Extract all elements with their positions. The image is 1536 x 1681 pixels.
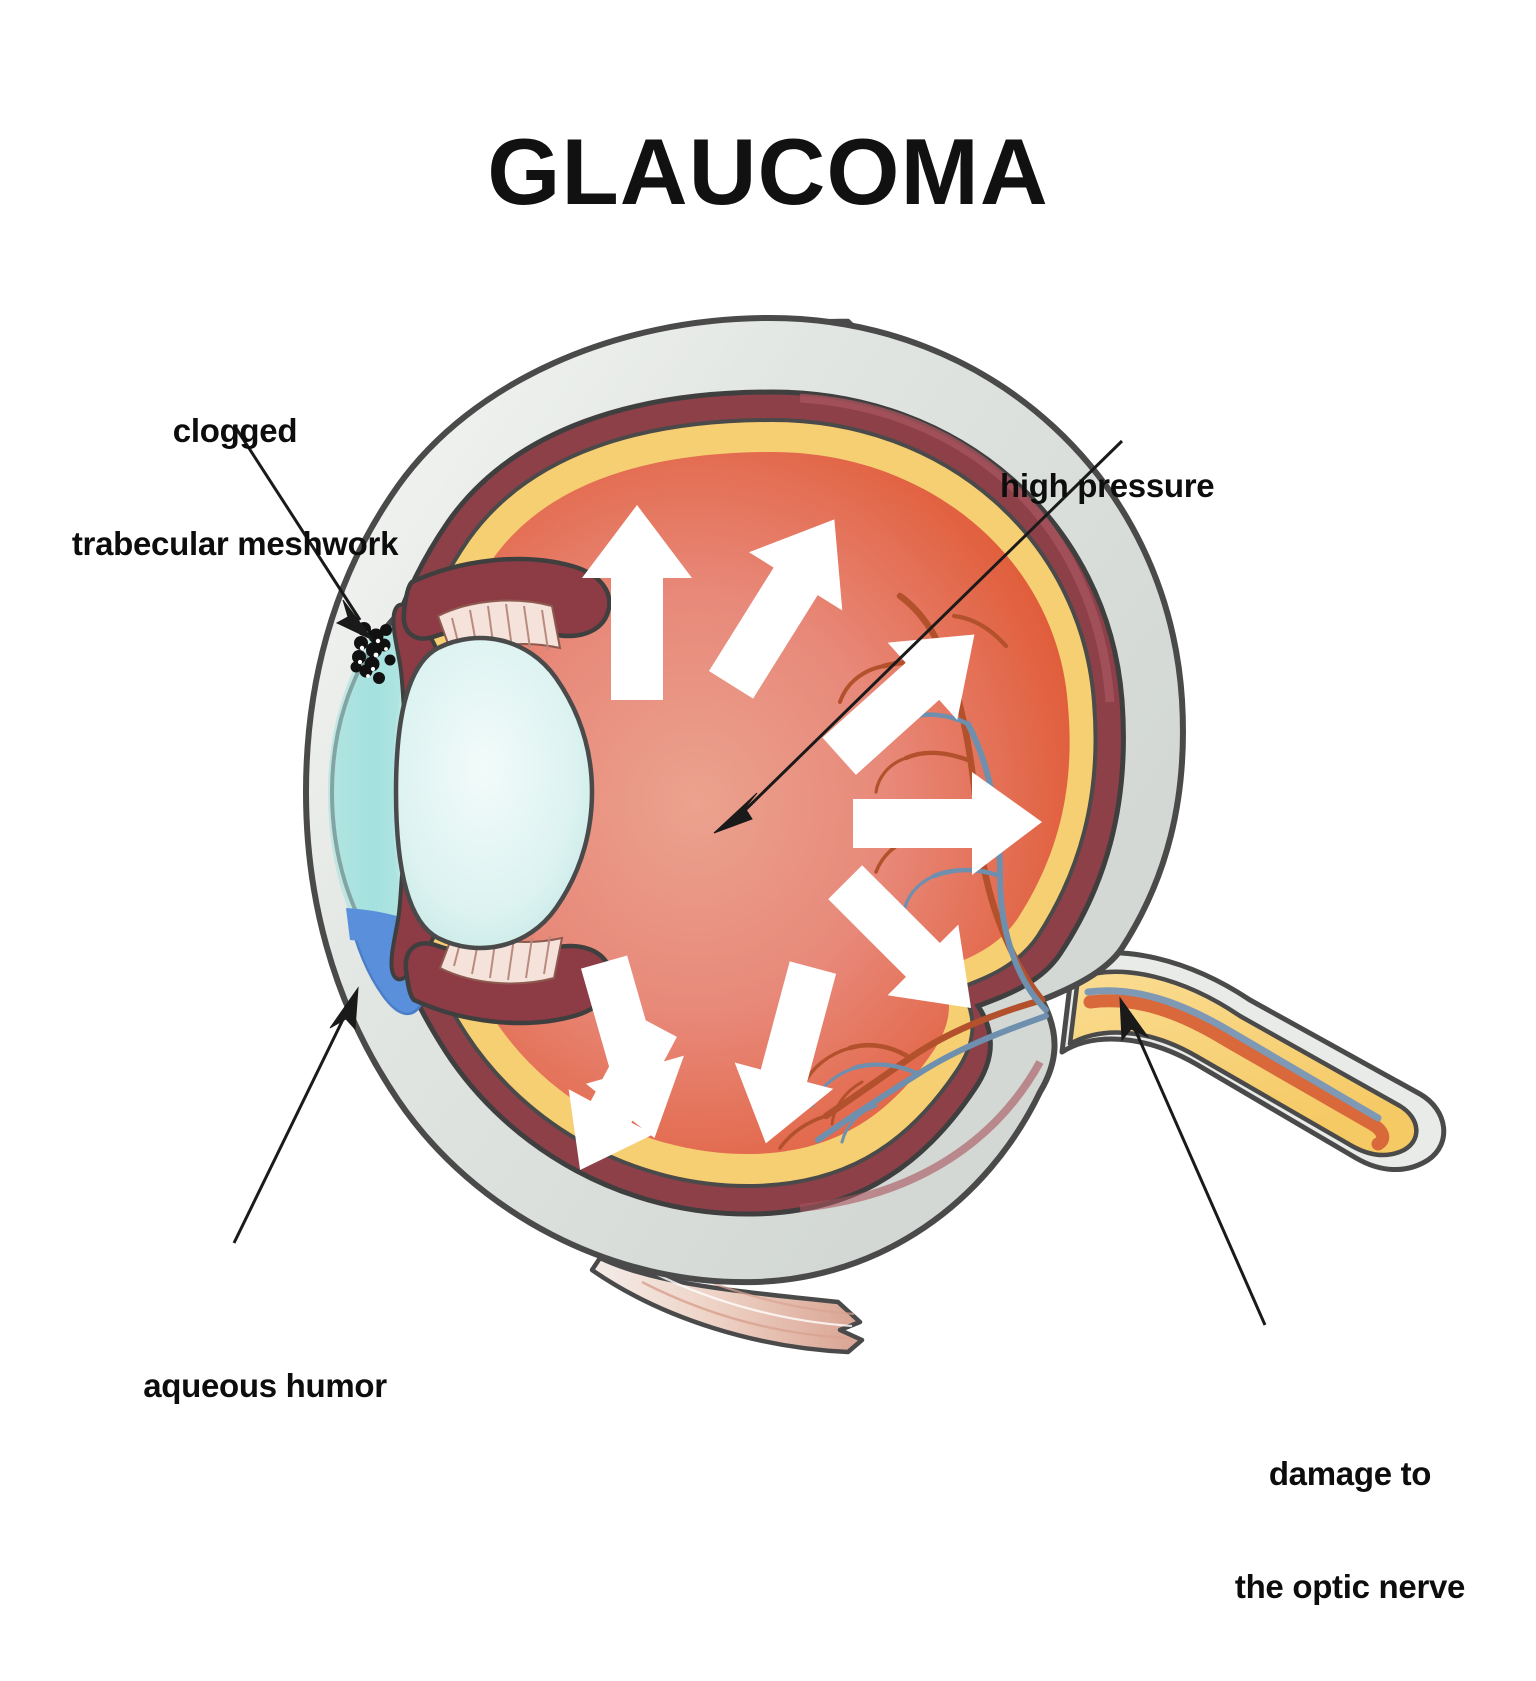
pressure-arrow-up-right-upper: [708, 519, 843, 699]
pressure-arrows: [568, 505, 1042, 1171]
leader-line-damage: [1119, 996, 1267, 1326]
pressure-arrow-right: [853, 772, 1042, 875]
pressure-arrow-up: [582, 505, 692, 700]
label-high-pressure: high pressure: [1000, 392, 1340, 580]
optic-nerve-vein: [1084, 987, 1382, 1122]
leader-line-aqueous: [232, 986, 359, 1244]
lens: [393, 635, 595, 951]
diagram-canvas: GLAUCOMA clogged trabecular meshwork hig…: [10, 119, 1466, 1606]
label-damage-optic-nerve: damage to the optic nerve: [1140, 1380, 1536, 1681]
eye-cross-section-illustration: [232, 315, 1447, 1355]
pressure-arrow-down-left: [568, 1015, 677, 1171]
label-pressure-line1: high pressure: [1000, 467, 1215, 505]
leader-lines: [232, 424, 1267, 1326]
pressure-arrow-down-right: [828, 865, 972, 1009]
label-aqueous-humor: aqueous humor: [40, 1292, 490, 1480]
leader-line-clogged: [232, 424, 374, 641]
label-damage-line2: the optic nerve: [1234, 1568, 1466, 1606]
label-aqueous-line1: aqueous humor: [143, 1367, 387, 1405]
optic-nerve-artery: [1083, 994, 1390, 1151]
pressure-arrow-down-outward: [734, 961, 837, 1144]
eye-muscle-inferior: [589, 1255, 865, 1355]
optic-nerve: [1059, 950, 1447, 1173]
label-clogged-line1: clogged: [172, 412, 298, 450]
pressure-arrow-up-right: [822, 634, 975, 775]
leader-line-pressure: [713, 439, 1124, 834]
page-title: GLAUCOMA: [487, 119, 1049, 224]
label-damage-line1: damage to: [1268, 1455, 1432, 1493]
label-clogged-trabecular-meshwork: clogged trabecular meshwork: [10, 337, 460, 638]
label-clogged-line2: trabecular meshwork: [71, 525, 399, 563]
